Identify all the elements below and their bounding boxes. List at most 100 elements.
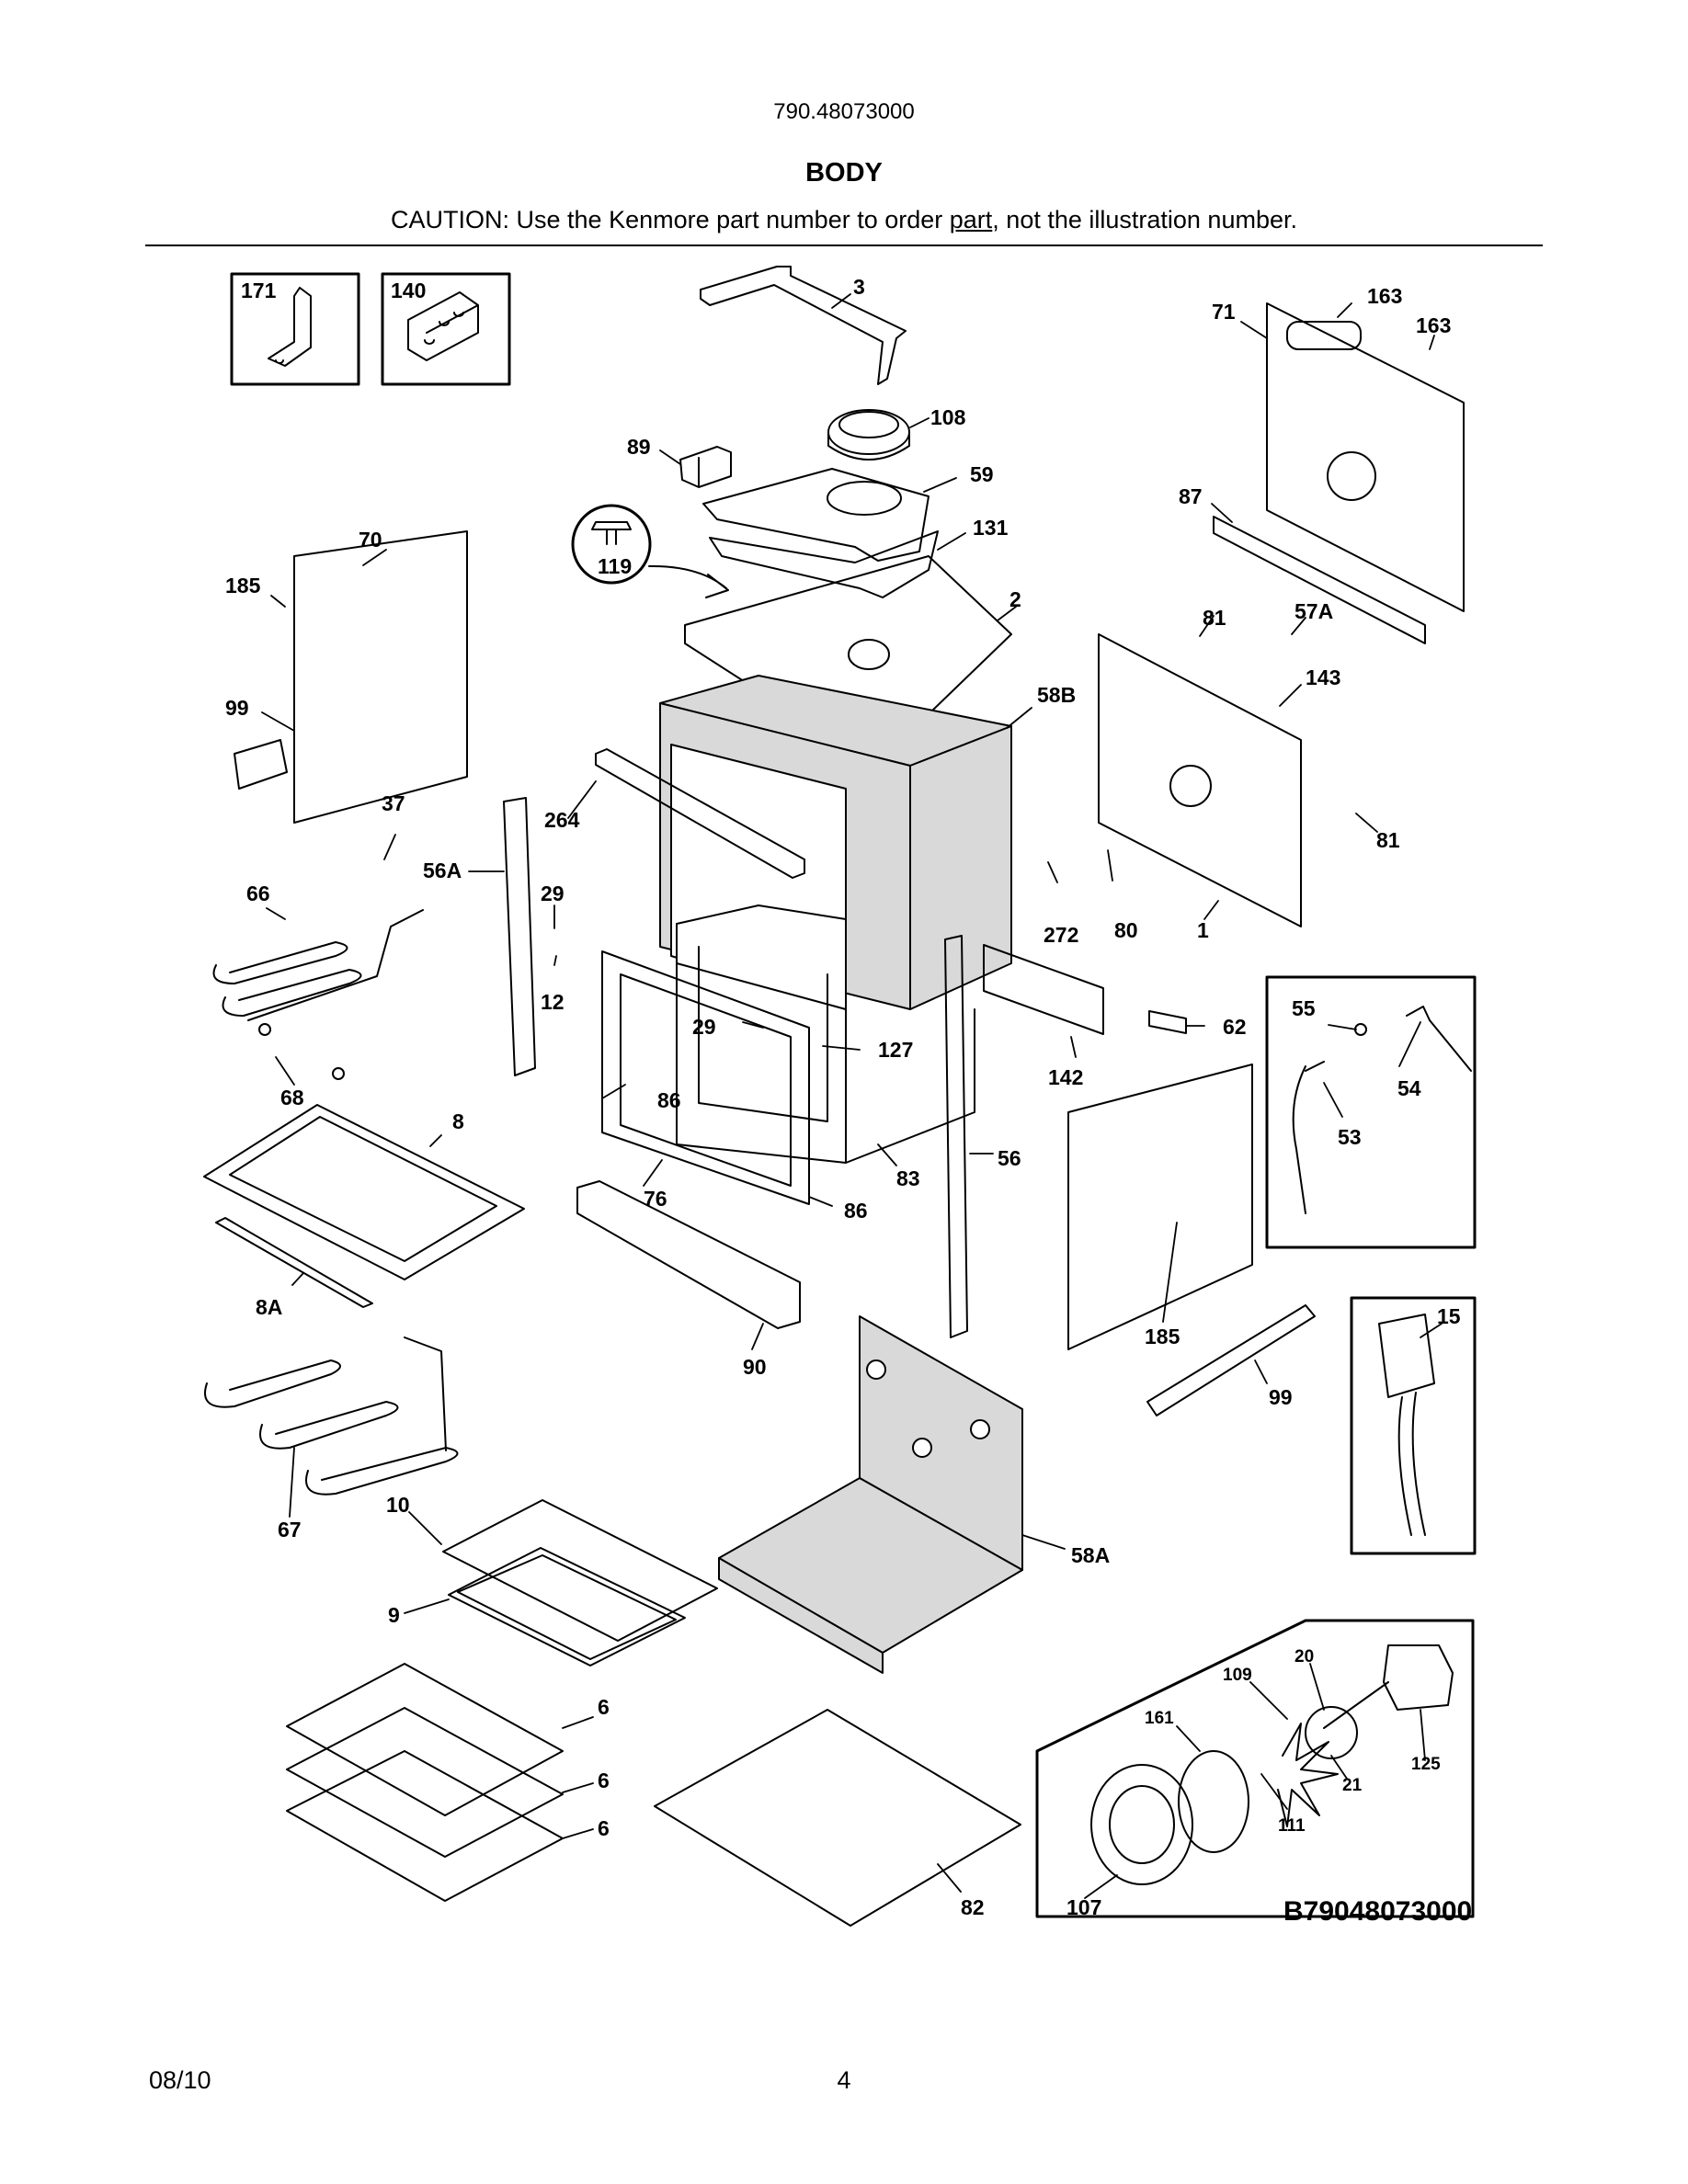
callout-264: 264 (544, 808, 580, 832)
top-trim-3 (700, 266, 907, 385)
broil-pan-insert-10 (442, 1499, 718, 1642)
callout-161: 161 (1145, 1709, 1174, 1728)
duct-59 (702, 468, 930, 562)
broil-pan-9 (448, 1547, 686, 1666)
back-panel-71-port (1327, 451, 1376, 501)
insulation-58A (718, 1315, 1023, 1674)
bracket-89 (679, 446, 732, 488)
callout-83: 83 (896, 1166, 920, 1190)
broil-element-66 (212, 909, 424, 1021)
back-panel-71 (1266, 302, 1465, 612)
section-title: BODY (805, 158, 883, 188)
callout-109: 109 (1223, 1666, 1252, 1685)
callout-1: 1 (1197, 918, 1209, 942)
callout-56: 56 (998, 1146, 1021, 1170)
callout-81b: 81 (1376, 828, 1400, 852)
drip-tray-8 (203, 1104, 525, 1280)
callout-76: 76 (644, 1187, 667, 1211)
callout-171: 171 (241, 279, 277, 302)
caution-link[interactable]: part (949, 206, 993, 233)
switch-15 (1378, 1314, 1435, 1536)
panel-142 (983, 944, 1104, 1035)
callout-59: 59 (970, 462, 994, 486)
caution-note: CAUTION: Use the Kenmore part number to … (0, 206, 1688, 234)
callout-140: 140 (391, 279, 426, 302)
callout-labels: 171 140 3 163 163 71 108 89 59 87 131 11… (225, 275, 1461, 1919)
callout-37: 37 (382, 791, 405, 815)
callout-20: 20 (1295, 1647, 1314, 1666)
callout-90: 90 (743, 1355, 767, 1379)
callout-8: 8 (452, 1109, 464, 1133)
fan-assembly (1090, 1644, 1454, 1885)
callout-62: 62 (1223, 1015, 1247, 1039)
callout-58B: 58B (1037, 683, 1076, 707)
callout-12: 12 (541, 990, 565, 1014)
callout-57A: 57A (1295, 599, 1333, 623)
inset-box-140 (381, 272, 511, 386)
inset-box-fan-motor (1035, 1619, 1475, 1918)
diagram-id: B79048073000 (1283, 1896, 1473, 1927)
callout-58A: 58A (1071, 1543, 1110, 1567)
bracket-140 (407, 291, 479, 361)
callout-80: 80 (1114, 918, 1138, 942)
callout-81a: 81 (1203, 606, 1226, 630)
callout-8A: 8A (256, 1295, 282, 1319)
sensor-53 (1292, 1061, 1325, 1214)
callout-107: 107 (1066, 1895, 1101, 1919)
bake-element-67 (204, 1337, 459, 1496)
callout-2: 2 (1009, 587, 1021, 611)
callout-185b: 185 (1145, 1325, 1180, 1348)
callout-185a: 185 (225, 574, 261, 597)
caution-text: CAUTION: Use the Kenmore part number to … (391, 206, 950, 233)
side-panel-right (1067, 1064, 1253, 1350)
fan-blade-109 (1277, 1723, 1339, 1827)
callout-131: 131 (973, 516, 1009, 540)
callout-67: 67 (278, 1518, 302, 1541)
oven-liner (676, 904, 975, 1164)
sensor-54 (1406, 1006, 1472, 1072)
leader-lines (261, 293, 1443, 1899)
callout-21: 21 (1342, 1776, 1363, 1795)
callout-66: 66 (246, 882, 270, 905)
callout-142: 142 (1048, 1065, 1083, 1089)
strip-87 (1213, 516, 1426, 644)
callout-6a: 6 (598, 1695, 610, 1719)
fan-cover-107 (1090, 1764, 1193, 1885)
callout-86b: 86 (844, 1199, 868, 1223)
inset-box-171 (230, 272, 360, 386)
inset-box-15 (1350, 1296, 1477, 1555)
callout-56A: 56A (423, 859, 462, 882)
thermostat-119 (591, 521, 632, 545)
header-rule (145, 245, 1543, 246)
motor-125 (1323, 1644, 1454, 1729)
callout-111: 111 (1278, 1816, 1306, 1836)
callout-125: 125 (1411, 1755, 1441, 1774)
callout-163b: 163 (1416, 313, 1451, 337)
callout-6c: 6 (598, 1816, 610, 1840)
top-panel-opening (848, 639, 890, 670)
side-strip-56A (503, 797, 536, 1076)
callout-53: 53 (1338, 1125, 1362, 1149)
callout-68: 68 (280, 1086, 304, 1109)
bracket-171 (268, 287, 312, 367)
callout-54: 54 (1397, 1076, 1421, 1100)
bracket-68 (258, 1023, 345, 1080)
callout-3: 3 (853, 275, 865, 299)
front-trim-90 (576, 1180, 801, 1329)
callout-99a: 99 (225, 696, 249, 720)
front-frame-76 (601, 950, 810, 1205)
callout-99b: 99 (1269, 1385, 1293, 1409)
callout-119: 119 (598, 554, 632, 578)
callout-10: 10 (386, 1493, 410, 1517)
thermostat-arrow (648, 564, 729, 598)
fan-disc-20 (1305, 1706, 1358, 1759)
inset-box-55-54 (1265, 975, 1477, 1249)
fan-ring-161 (1178, 1750, 1249, 1853)
callout-86a: 86 (657, 1088, 681, 1112)
callout-82: 82 (961, 1895, 985, 1919)
callout-70: 70 (359, 528, 382, 552)
callout-9: 9 (388, 1603, 400, 1627)
callout-163a: 163 (1367, 284, 1402, 308)
callout-29a: 29 (541, 882, 565, 905)
callout-127: 127 (878, 1038, 913, 1062)
